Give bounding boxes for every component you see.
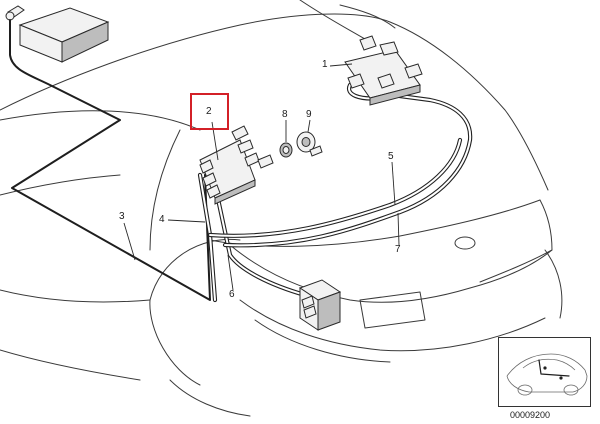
vehicle-thumbnail <box>498 337 591 407</box>
callout-3[interactable]: 3 <box>119 211 125 222</box>
antenna-cable-3 <box>9 19 211 301</box>
callout-8[interactable]: 8 <box>282 109 288 120</box>
drawing-number: 00009200 <box>510 410 551 420</box>
rear-window-amplifier <box>344 35 423 106</box>
callout-5[interactable]: 5 <box>388 151 394 162</box>
highlight-box-part-2[interactable] <box>190 93 229 130</box>
roof-control-unit <box>18 7 110 63</box>
antenna-nut-9 <box>296 131 323 157</box>
vehicle-thumbnail-drawing <box>506 353 588 396</box>
callout-1[interactable]: 1 <box>322 59 328 70</box>
antenna-amplifier <box>199 125 274 205</box>
antenna-cable-6 <box>212 182 308 298</box>
callout-7[interactable]: 7 <box>395 244 401 255</box>
callout-2[interactable]: 2 <box>206 106 212 117</box>
grommet-8 <box>279 142 293 158</box>
trunk-antenna-module <box>298 279 342 331</box>
callout-6[interactable]: 6 <box>229 289 235 300</box>
antenna-connector-top <box>5 5 25 21</box>
car-body-outline <box>0 0 563 417</box>
callout-4[interactable]: 4 <box>159 214 165 225</box>
rear-window-antenna-cable <box>207 82 473 248</box>
callout-9[interactable]: 9 <box>306 109 312 120</box>
leader-lines <box>123 63 400 291</box>
